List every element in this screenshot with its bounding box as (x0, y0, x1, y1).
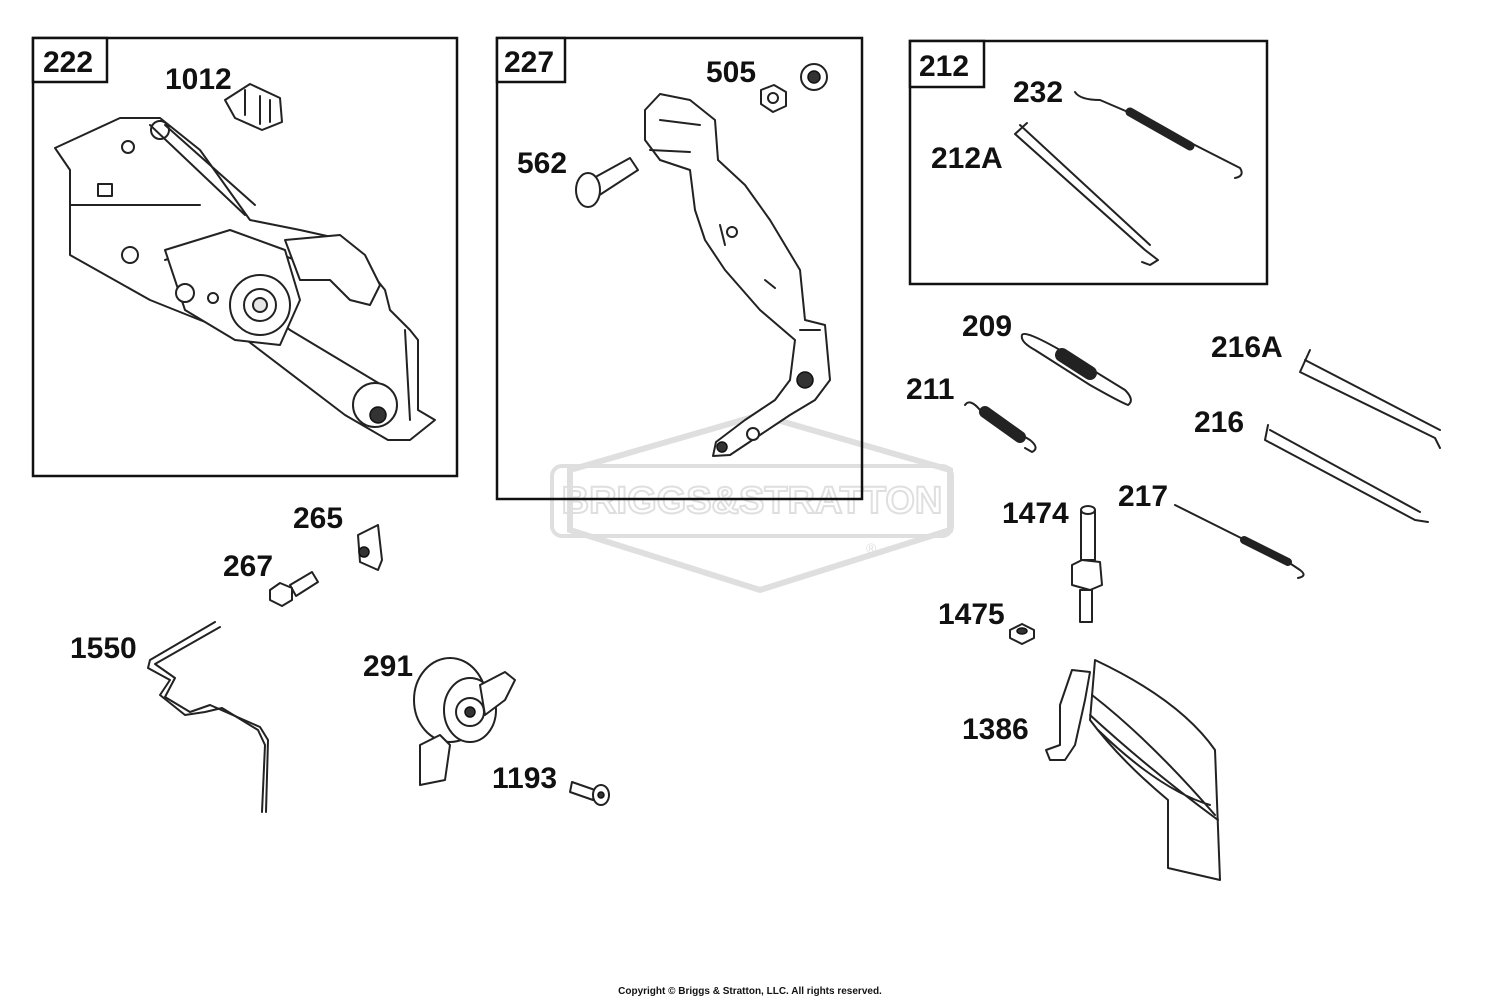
shield-1386-part (1045, 659, 1221, 881)
spring-217-part (1174, 504, 1305, 579)
callout-562: 562 (517, 147, 567, 180)
bracket-291-part (413, 657, 516, 786)
bolt-1193-part (569, 781, 610, 806)
callout-212A: 212A (931, 142, 1003, 175)
spring-209-part (1020, 333, 1132, 406)
callout-232: 232 (1013, 76, 1063, 109)
stud-1474-part (1071, 505, 1103, 623)
box-227: 227 (495, 36, 864, 501)
callout-217: 217 (1118, 480, 1168, 513)
control-bracket-part (54, 117, 436, 441)
watermark-brand: BRIGGS&STRATTON (562, 480, 943, 522)
box-227-label: 227 (504, 46, 554, 79)
bracket-227-part (644, 93, 831, 457)
callout-505: 505 (706, 56, 756, 89)
rod-212A-part (1014, 122, 1159, 266)
watermark-logo: BRIGGS&STRATTON ® (550, 411, 954, 594)
box-222-label: 222 (43, 46, 93, 79)
callout-216: 216 (1194, 406, 1244, 439)
callout-1550: 1550 (70, 632, 137, 665)
box-212-label: 212 (919, 50, 969, 83)
rod-216A-part (1299, 349, 1441, 449)
callout-1475: 1475 (938, 598, 1005, 631)
nut-505-part (760, 63, 828, 113)
callout-209: 209 (962, 310, 1012, 343)
box-222: 222 (31, 36, 459, 478)
rod-1550-part (147, 621, 269, 813)
watermark-registered-mark: ® (866, 540, 877, 556)
callout-265: 265 (293, 502, 343, 535)
callout-216A: 216A (1211, 331, 1283, 364)
callout-1386: 1386 (962, 713, 1029, 746)
spring-211-part (964, 401, 1037, 453)
bolt-267-part (269, 571, 319, 607)
callout-291: 291 (363, 650, 413, 683)
nut-1475-part (1009, 623, 1035, 645)
copyright-notice: Copyright © Briggs & Stratton, LLC. All … (618, 986, 882, 997)
rod-216-part (1264, 424, 1429, 523)
clip-265-part (357, 524, 383, 571)
spring-232-part (1074, 91, 1243, 179)
callout-1474: 1474 (1002, 497, 1069, 530)
callout-267: 267 (223, 550, 273, 583)
callout-211: 211 (906, 373, 954, 406)
callout-1193: 1193 (492, 762, 557, 795)
box-212: 212 (908, 39, 1269, 286)
callout-1012: 1012 (165, 63, 232, 96)
pin-562-part (575, 157, 639, 208)
clip-1012-part (224, 83, 283, 131)
